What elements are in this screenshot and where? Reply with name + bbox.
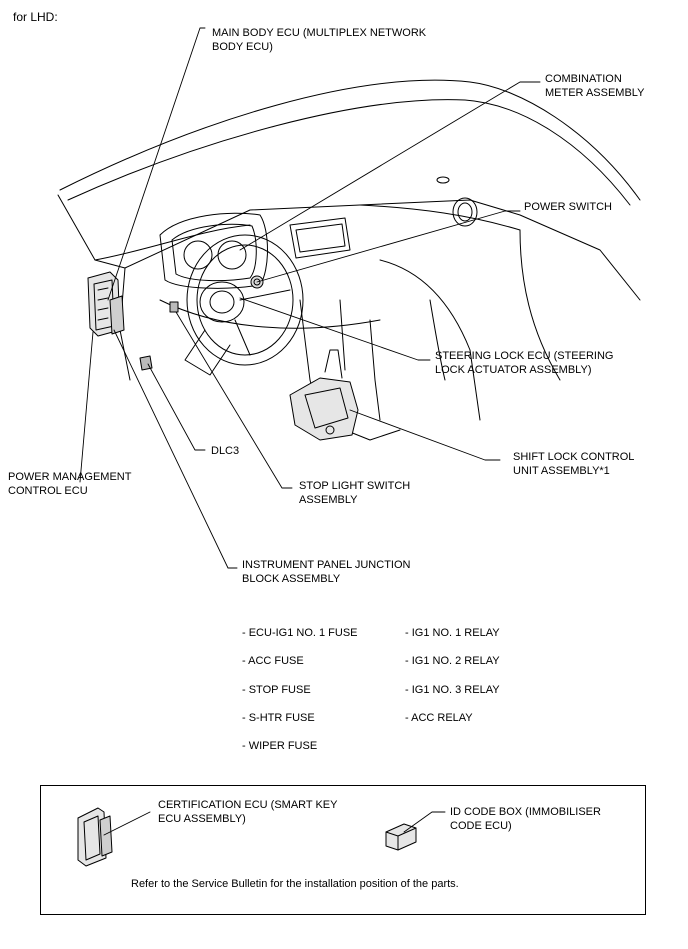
- relay-item: - IG1 NO. 2 RELAY: [405, 655, 500, 667]
- fuse-item: - ECU-IG1 NO. 1 FUSE: [242, 627, 358, 639]
- power-switch-label: POWER SWITCH: [524, 201, 612, 213]
- steering-lock-ecu-label: STEERING LOCK ECU (STEERING LOCK ACTUATO…: [435, 350, 614, 376]
- note-box: [40, 785, 646, 915]
- page-title: for LHD:: [13, 10, 58, 24]
- fuse-item: - ACC FUSE: [242, 655, 304, 667]
- fuse-item: - STOP FUSE: [242, 684, 311, 696]
- dashboard-outline: [57, 79, 641, 441]
- relay-item: - IG1 NO. 1 RELAY: [405, 627, 500, 639]
- main-body-ecu-label: MAIN BODY ECU (MULTIPLEX NETWORK BODY EC…: [212, 27, 427, 53]
- leader-lines: [79, 27, 541, 569]
- dlc3-label: DLC3: [211, 445, 240, 457]
- stop-light-switch-label: STOP LIGHT SWITCH ASSEMBLY: [299, 480, 411, 506]
- certification-ecu-icon: [77, 807, 151, 867]
- relay-item: - ACC RELAY: [405, 712, 473, 724]
- id-code-box-label: ID CODE BOX (IMMOBILISER CODE ECU): [450, 806, 601, 832]
- relay-item: - IG1 NO. 3 RELAY: [405, 684, 500, 696]
- id-code-box-icon: [385, 811, 446, 851]
- service-bulletin-note: Refer to the Service Bulletin for the in…: [131, 878, 459, 890]
- fuse-item: - WIPER FUSE: [242, 740, 318, 752]
- certification-ecu-label: CERTIFICATION ECU (SMART KEY ECU ASSEMBL…: [158, 799, 338, 825]
- fuse-item: - S-HTR FUSE: [242, 712, 315, 724]
- combination-meter-label: COMBINATION METER ASSEMBLY: [545, 73, 645, 99]
- instrument-panel-jb-label: INSTRUMENT PANEL JUNCTION BLOCK ASSEMBLY: [242, 559, 411, 585]
- power-management-label: POWER MANAGEMENT CONTROL ECU: [8, 471, 132, 497]
- shift-lock-label: SHIFT LOCK CONTROL UNIT ASSEMBLY*1: [513, 451, 635, 477]
